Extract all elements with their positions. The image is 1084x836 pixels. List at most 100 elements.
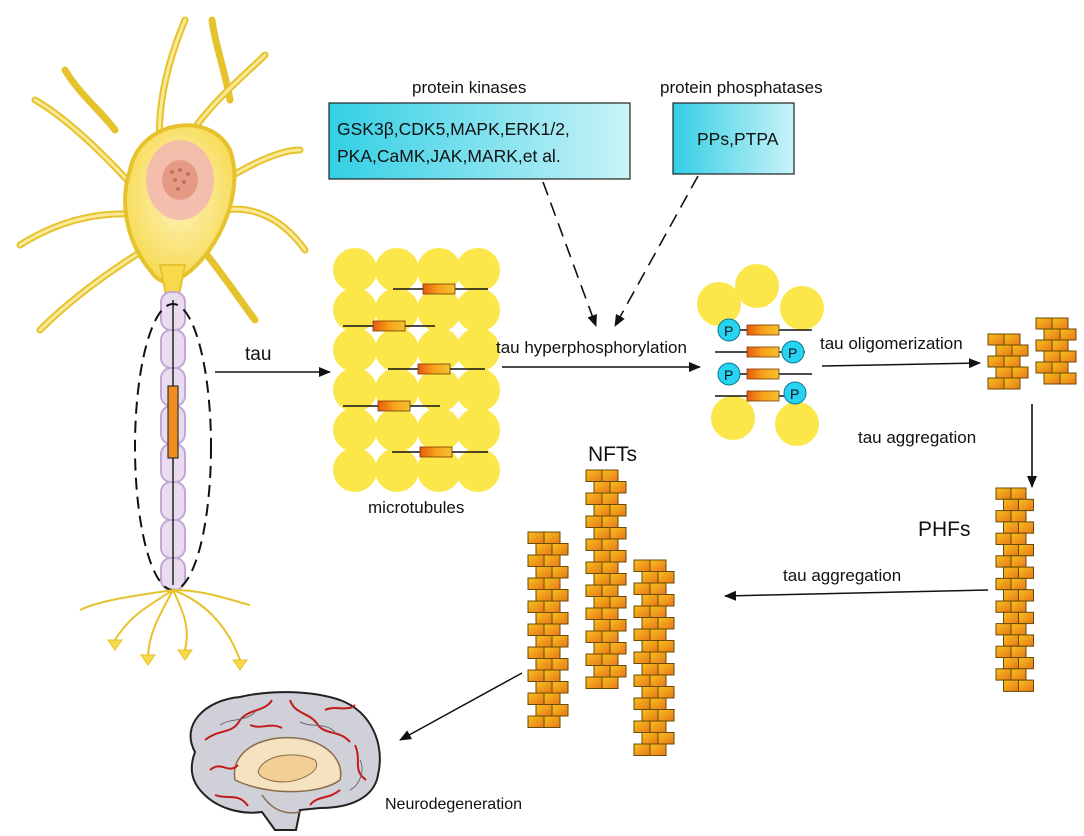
tau-brick [657,640,675,653]
tau-brick [609,550,627,563]
tau-brick [609,504,627,517]
tau-brick [649,651,667,664]
tau-brick [527,646,545,659]
tau-brick [585,630,603,643]
tau-brick [585,561,603,574]
tau-brick [535,704,553,717]
tau-brick [543,715,561,728]
tau-brick [657,732,675,745]
phospho-icon [717,318,807,405]
tau-brick [585,653,603,666]
tau-brick [633,559,651,572]
neurofibrillary-tangle [527,469,675,756]
axon [134,291,212,591]
tau-brick [657,709,675,722]
tau-brick [585,538,603,551]
tau-brick [633,697,651,710]
tau-brick [601,469,619,482]
tau-brick [1051,339,1069,352]
tau-brick [593,573,611,586]
tau-brick [1051,317,1069,330]
tau-brick [995,645,1012,659]
tau-brick [633,628,651,641]
tau-brick [551,566,569,579]
phosphatases-text: PPs,PTPA [697,129,779,149]
tau-brick [649,582,667,595]
tau-brick [527,577,545,590]
tau-brick [551,589,569,602]
label-microtubules: microtubules [368,498,464,517]
tau-brick [641,709,659,722]
tau-brick [1043,350,1061,363]
tau-brick [601,538,619,551]
tau-brick [593,665,611,678]
tau-brick [1018,498,1034,512]
tau-brick [1003,521,1019,534]
tau-brick [609,642,627,655]
tau-brick [593,596,611,609]
tau-brick [1018,611,1034,625]
tau-brick [1010,645,1027,659]
tau-brick [657,686,675,699]
kinases-box [328,102,631,180]
tau-brick [649,697,667,710]
tau-brick [593,642,611,655]
tau-brick [535,681,553,694]
tau-brick [601,584,619,597]
tau-brick [1018,634,1034,647]
tau-brick [641,663,659,676]
tau-brick [609,527,627,540]
tau-brick [1003,498,1019,512]
tau-brick [641,732,659,745]
tau-brick [551,612,569,625]
tau-brick [543,600,561,613]
tau-brick [551,704,569,717]
tau-brick [585,607,603,620]
tau-brick [1003,657,1019,670]
tau-brick [995,623,1012,636]
tau-oligomer [987,317,1077,390]
tau-brick [641,617,659,630]
tau-brick [633,743,651,756]
tau-brick [633,605,651,618]
tau-brick [995,668,1012,681]
tau-brick [1003,355,1021,368]
tau-brick [1011,366,1029,379]
tau-brick [1003,611,1019,625]
tau-brick [543,669,561,682]
tau-brick [601,630,619,643]
tau-brick [1043,328,1061,341]
tau-brick [995,555,1012,568]
tau-brick [1010,668,1027,681]
label-aggregation-2: tau aggregation [783,566,901,585]
label-aggregation-1: tau aggregation [858,428,976,447]
tau-brick [1059,372,1077,385]
tau-brick [657,594,675,607]
tau-brick [535,658,553,671]
tau-brick [1043,372,1061,385]
tau-brick [995,510,1012,523]
tau-brick [551,543,569,556]
tau-brick [1003,589,1019,602]
tau-brick [641,686,659,699]
tau-brick [593,550,611,563]
tau-brick [535,612,553,625]
tau-brick [527,531,545,544]
tau-brick [633,651,651,664]
tau-brick [1010,600,1027,613]
tau-brick [1035,361,1053,374]
tau-brick [527,600,545,613]
tau-brick [1003,377,1021,390]
tau-brick [593,527,611,540]
tau-brick [987,333,1005,346]
tau-brick [641,571,659,584]
arrow-oligomerization [821,358,981,369]
tau-brick [609,596,627,609]
tau-brick [657,663,675,676]
tau-brick [585,584,603,597]
tau-brick [649,743,667,756]
tau-brick [1010,623,1027,636]
tau-brick [601,515,619,528]
tau-brick [1018,566,1034,579]
tau-brick [1051,361,1069,374]
